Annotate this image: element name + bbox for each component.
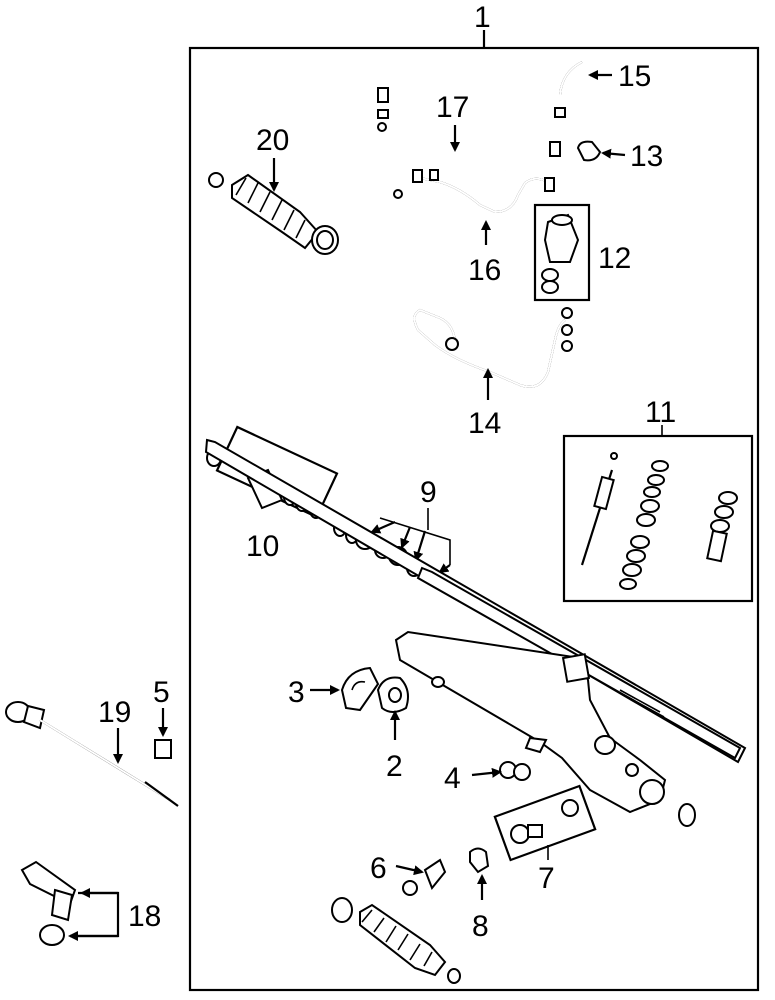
part-8-clamp [469, 847, 490, 900]
part-12-valve [533, 203, 591, 302]
label-7: 7 [538, 862, 555, 895]
part-6-valve [395, 858, 447, 896]
label-6: 6 [370, 852, 387, 885]
part-18-tie-rod-end [20, 860, 120, 946]
label-5: 5 [153, 676, 170, 709]
part-7-pinion-kit [493, 784, 597, 862]
label-8: 8 [472, 910, 489, 943]
label-10: 10 [246, 530, 279, 563]
part-17-pressure-line [377, 87, 561, 174]
label-15: 15 [618, 60, 651, 93]
label-1: 1 [474, 1, 491, 34]
part-4-bushing [471, 761, 531, 781]
label-4: 4 [444, 762, 461, 795]
assembly-frame [188, 30, 760, 992]
label-19: 19 [98, 696, 131, 729]
label-9: 9 [420, 476, 437, 509]
label-17: 17 [436, 91, 469, 124]
part-2-bushing [376, 676, 409, 740]
callout-labels: 1 15 17 13 20 16 12 14 11 9 10 3 5 19 2 … [98, 1, 676, 943]
part-11-seal-kit [562, 425, 754, 603]
label-2: 2 [386, 750, 403, 783]
end-seal [678, 803, 696, 827]
label-13: 13 [630, 140, 663, 173]
lower-boot [331, 897, 461, 984]
label-20: 20 [256, 124, 289, 157]
label-3: 3 [288, 676, 305, 709]
label-18: 18 [128, 900, 161, 933]
label-11: 11 [645, 396, 676, 429]
part-16-return-line [393, 169, 555, 245]
part-3-bracket [310, 666, 380, 712]
label-12: 12 [598, 242, 631, 275]
part-19-inner-tie-rod [5, 701, 179, 807]
part-13-fitting [576, 140, 626, 162]
label-16: 16 [468, 254, 501, 287]
part-14-line [413, 307, 573, 400]
part-15-hose [554, 61, 612, 118]
part-20-boot [208, 158, 339, 255]
part-5-nut [154, 708, 172, 759]
rack-housing [394, 630, 667, 814]
label-14: 14 [468, 407, 501, 440]
